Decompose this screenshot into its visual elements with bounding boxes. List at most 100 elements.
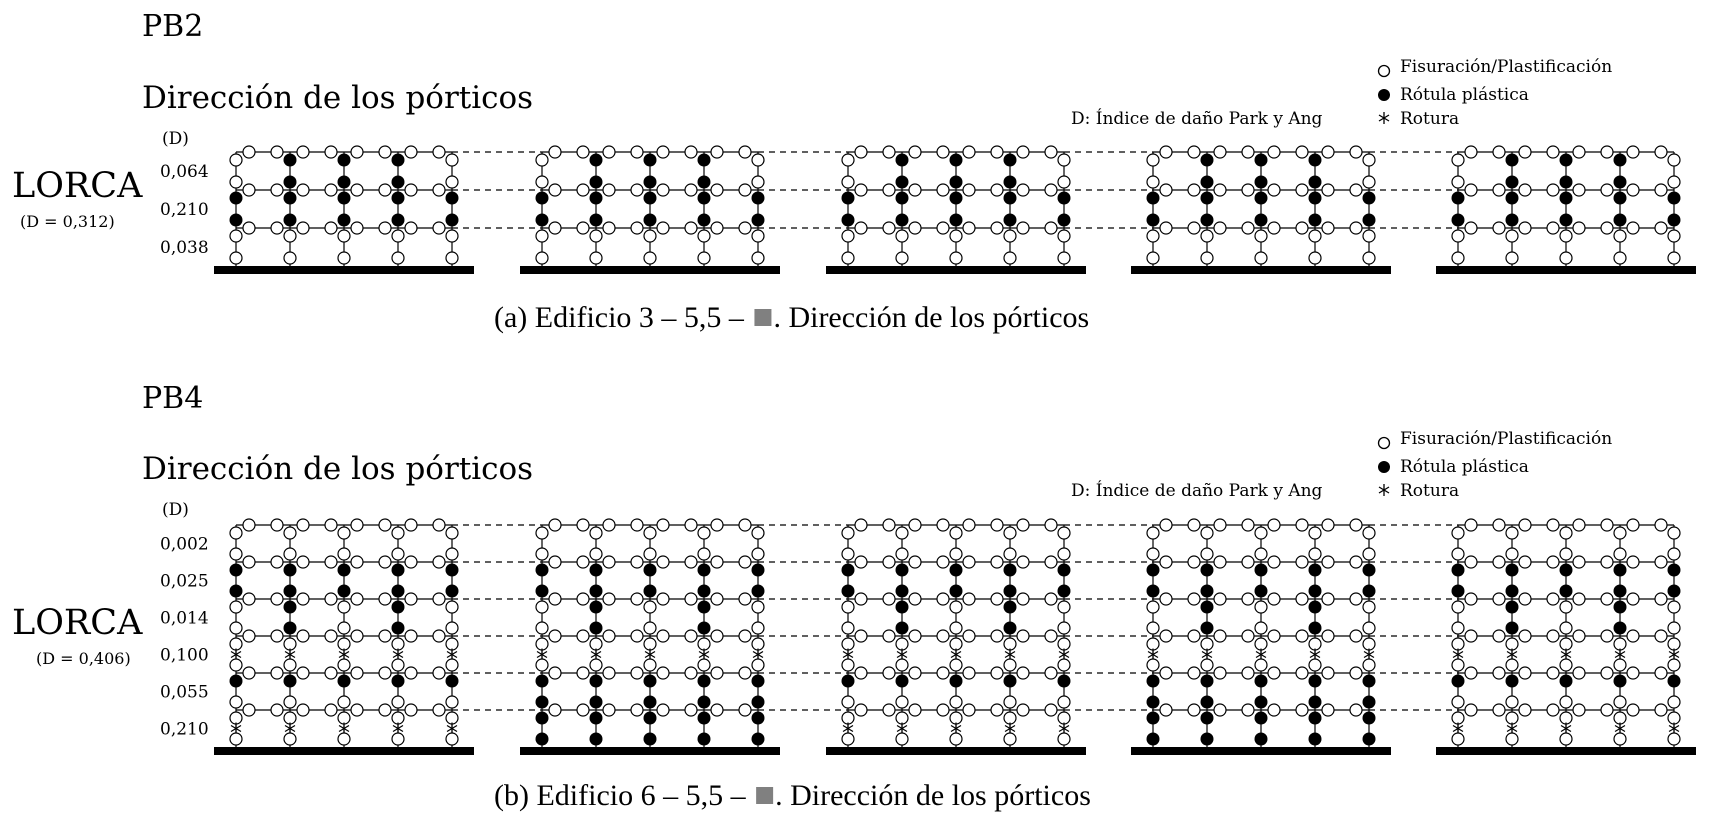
plastic-hinge-marker	[1308, 695, 1322, 709]
cracking-marker	[1267, 221, 1281, 235]
cracking-marker	[1451, 711, 1465, 725]
panel-a-caption-pre: (a) Edificio 3 – 5,5 –	[494, 301, 751, 334]
cracking-marker	[1451, 547, 1465, 561]
plastic-hinge-marker	[283, 191, 297, 205]
plastic-hinge-marker	[697, 621, 711, 635]
cracking-marker	[432, 183, 446, 197]
cracking-marker	[1159, 703, 1173, 717]
plastic-hinge-marker	[1308, 191, 1322, 205]
panel-a-d-label: (D)	[162, 129, 189, 149]
plastic-hinge-marker	[589, 695, 603, 709]
plastic-hinge-marker	[1559, 213, 1573, 227]
legend-asterisk-icon	[1378, 112, 1390, 124]
cracking-marker	[1559, 251, 1573, 265]
cracking-marker	[1362, 637, 1376, 651]
cracking-marker	[908, 629, 922, 643]
plastic-hinge-marker	[1667, 563, 1681, 577]
plastic-hinge-marker	[1667, 674, 1681, 688]
panel-a-caption: (a) Edificio 3 – 5,5 – . Dirección de lo…	[494, 301, 1089, 334]
cracking-marker	[1146, 547, 1160, 561]
plastic-hinge-marker	[445, 563, 459, 577]
cracking-marker	[1654, 629, 1668, 643]
cracking-marker	[445, 695, 459, 709]
frame-3	[826, 518, 1153, 755]
cracking-marker	[1159, 145, 1173, 159]
cracking-marker	[445, 637, 459, 651]
cracking-marker	[962, 666, 976, 680]
cracking-marker	[990, 221, 1004, 235]
cracking-marker	[242, 666, 256, 680]
plastic-hinge-marker	[751, 213, 765, 227]
plastic-hinge-marker	[1003, 563, 1017, 577]
cracking-marker	[854, 518, 868, 532]
plastic-hinge-marker	[1200, 213, 1214, 227]
cracking-marker	[1492, 592, 1506, 606]
cracking-marker	[1016, 592, 1030, 606]
legend-open-circle-icon	[1377, 436, 1391, 450]
cracking-marker	[404, 592, 418, 606]
cracking-marker	[1349, 518, 1363, 532]
cracking-marker	[1518, 518, 1532, 532]
cracking-marker	[445, 229, 459, 243]
panel-a-location: LORCA	[12, 166, 143, 206]
cracking-marker	[908, 592, 922, 606]
cracking-marker	[882, 221, 896, 235]
plastic-hinge-marker	[1308, 584, 1322, 598]
cracking-marker	[643, 658, 657, 672]
cracking-marker	[548, 592, 562, 606]
plastic-hinge-marker	[589, 153, 603, 167]
cracking-marker	[684, 555, 698, 569]
cracking-marker	[936, 629, 950, 643]
cracking-marker	[1187, 666, 1201, 680]
cracking-marker	[990, 629, 1004, 643]
plastic-hinge-marker	[1146, 563, 1160, 577]
cracking-marker	[1057, 695, 1071, 709]
plastic-hinge-marker	[337, 175, 351, 189]
cracking-marker	[1146, 229, 1160, 243]
plastic-hinge-marker	[1003, 153, 1017, 167]
cracking-marker	[841, 153, 855, 167]
cracking-marker	[990, 592, 1004, 606]
legend-cracking-label: Fisuración/Plastificación	[1400, 429, 1612, 449]
plastic-hinge-marker	[751, 191, 765, 205]
cracking-marker	[1159, 183, 1173, 197]
cracking-marker	[1159, 666, 1173, 680]
panel-b-heading: PB4	[142, 381, 203, 416]
cracking-marker	[270, 183, 284, 197]
plastic-hinge-marker	[841, 191, 855, 205]
cracking-marker	[229, 526, 243, 540]
plastic-hinge-marker	[895, 153, 909, 167]
cracking-marker	[895, 251, 909, 265]
cracking-marker	[1667, 526, 1681, 540]
panel-b-frames	[214, 518, 1696, 755]
damage-markers	[1146, 145, 1376, 265]
legend-filled-circle-icon	[1378, 89, 1390, 101]
cracking-marker	[1451, 229, 1465, 243]
plastic-hinge-marker	[229, 563, 243, 577]
cracking-marker	[1187, 703, 1201, 717]
damage-markers	[535, 518, 765, 746]
cracking-marker	[908, 666, 922, 680]
plastic-hinge-marker	[1057, 191, 1071, 205]
plastic-hinge-marker	[391, 674, 405, 688]
damage-markers	[1451, 518, 1681, 746]
cracking-marker	[1451, 695, 1465, 709]
plastic-hinge-marker	[1146, 584, 1160, 598]
cracking-marker	[1016, 183, 1030, 197]
cracking-marker	[1492, 629, 1506, 643]
cracking-marker	[350, 518, 364, 532]
cracking-marker	[1349, 183, 1363, 197]
cracking-marker	[1572, 629, 1586, 643]
cracking-marker	[296, 145, 310, 159]
cracking-marker	[391, 251, 405, 265]
cracking-marker	[990, 555, 1004, 569]
cracking-marker	[908, 145, 922, 159]
cracking-marker	[1003, 658, 1017, 672]
plastic-hinge-marker	[229, 674, 243, 688]
cracking-marker	[936, 221, 950, 235]
cracking-marker	[643, 637, 657, 651]
cracking-marker	[1349, 629, 1363, 643]
panel-a-caption-post: . Dirección de los pórticos	[773, 301, 1089, 334]
plastic-hinge-marker	[1559, 563, 1573, 577]
cracking-marker	[378, 183, 392, 197]
